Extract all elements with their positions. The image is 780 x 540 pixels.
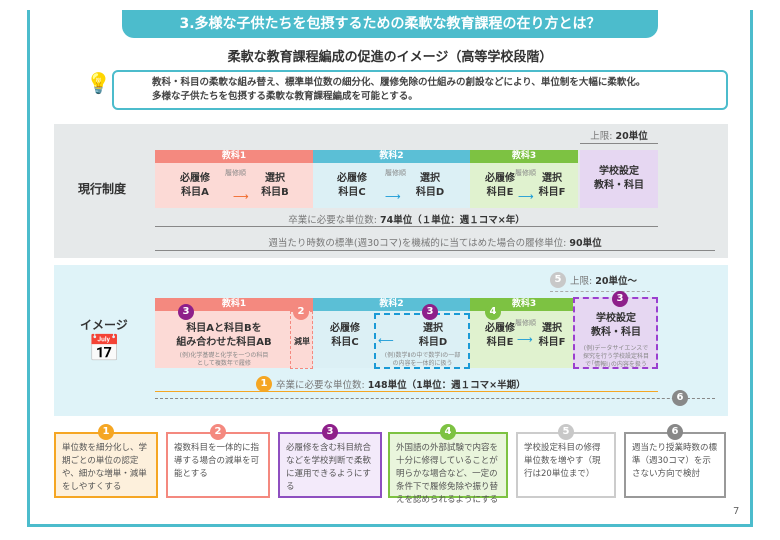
badge-4: 4 <box>485 304 501 320</box>
course-e: 必履修 科目E <box>485 323 515 348</box>
course-c: 必履修 科目C <box>330 323 360 348</box>
subject2-body <box>313 311 470 368</box>
badge-6: 6 <box>672 390 688 406</box>
course-d: 選択 科目D <box>415 173 445 198</box>
calendar-clock-icon: 📅 <box>88 334 121 364</box>
subject1-body <box>155 163 313 208</box>
course-e: 必履修 科目E <box>485 173 515 198</box>
order-label: 履修順 <box>385 169 406 177</box>
subject2-header: 教科2 <box>313 150 470 163</box>
course-b: 選択 科目B <box>261 173 289 198</box>
course-d-example: (例)数学Ⅱの中で数学Ⅰの一部 の内容を一体的に扱う <box>384 352 461 367</box>
cap-arrow-dashed <box>550 291 650 292</box>
current-label: 現行制度 <box>78 182 127 196</box>
image-cap: 上限: 20単位〜 <box>570 276 637 287</box>
subject2-body <box>313 163 470 208</box>
arrow-right-icon: ⟶ <box>518 190 534 203</box>
school-subject-label: 学校設定 教科・科目 <box>591 313 641 338</box>
standard-units: 週当たり時数の標準(週30コマ)を機械的に当てはめた場合の履修単位: 90単位 <box>268 238 602 249</box>
subject3-body <box>470 311 578 368</box>
subject1-header: 教科1 <box>155 298 313 311</box>
page-number: 7 <box>733 506 740 517</box>
subject1-header: 教科1 <box>155 150 313 163</box>
subject2-header: 教科2 <box>313 298 470 311</box>
arrow-left-icon: ⟵ <box>378 334 394 347</box>
order-label: 履修順 <box>225 169 246 177</box>
school-subject-label: 学校設定 教科・科目 <box>594 166 644 191</box>
course-a: 必履修 科目A <box>180 173 210 198</box>
course-f: 選択 科目F <box>538 173 566 198</box>
arrow-right-icon: ⟶ <box>233 190 249 203</box>
badge-5: 5 <box>550 272 566 288</box>
page-title: 3.多様な子供たちを包摂するための柔軟な教育課程の在り方とは？ <box>122 10 658 38</box>
order-label: 履修順 <box>515 169 536 177</box>
current-grad-units: 卒業に必要な単位数: 74単位（１単位：週１コマ×年） <box>288 215 525 226</box>
course-ab-example: (例)化学基礎と化学を一つの科目 として複数年で履修 <box>179 352 269 367</box>
badge-1: 1 <box>256 376 272 392</box>
school-subject-example: (例)データサイエンスで 探究を行う学校設定科目 で｢情報Ⅰ｣の内容を扱う <box>582 345 649 368</box>
info-line1: 教科・科目の柔軟な組み替え、標準単位数の細分化、履修免除の仕組みの創設などにより… <box>152 77 646 88</box>
lightbulb-icon: 💡 <box>86 71 111 95</box>
course-d: 選択 科目D <box>418 323 448 348</box>
standard-arrow <box>155 250 715 251</box>
badge-3: 3 <box>422 304 438 320</box>
course-c: 必履修 科目C <box>337 173 367 198</box>
image-label: イメージ <box>80 318 128 332</box>
standard-arrow-dashed <box>155 398 715 399</box>
page-frame <box>27 10 753 527</box>
subject3-header: 教科3 <box>470 150 578 163</box>
course-f: 選択 科目F <box>538 323 566 348</box>
cap-arrow <box>580 143 658 144</box>
info-box: 💡 教科・科目の柔軟な組み替え、標準単位数の細分化、履修免除の仕組みの創設などに… <box>86 70 728 110</box>
badge-2: 2 <box>293 304 309 320</box>
school-subject-box <box>580 150 658 208</box>
subject3-body <box>470 163 578 208</box>
badge-3: 3 <box>612 291 628 307</box>
subject1-body <box>155 311 313 368</box>
school-subject-box <box>573 297 658 369</box>
grad-arrow <box>155 391 658 392</box>
arrow-right-icon: ⟶ <box>517 333 533 346</box>
grad-arrow <box>155 226 658 227</box>
current-cap: 上限: 20単位 <box>590 131 648 142</box>
arrow-right-icon: ⟶ <box>385 190 401 203</box>
info-line2: 多様な子供たちを包摂する柔軟な教育課程編成を可能とする。 <box>152 91 418 102</box>
image-grad-units: 卒業に必要な単位数: 148単位（1単位：週１コマ×半期） <box>276 380 526 391</box>
subtitle: 柔軟な教育課程編成の促進のイメージ（高等学校段階） <box>227 50 553 65</box>
reduce-label: 減単 <box>294 337 310 346</box>
course-ab: 科目Aと科目Bを 組み合わせた科目AB <box>176 323 272 348</box>
badge-3: 3 <box>178 304 194 320</box>
order-label: 履修順 <box>515 319 536 327</box>
